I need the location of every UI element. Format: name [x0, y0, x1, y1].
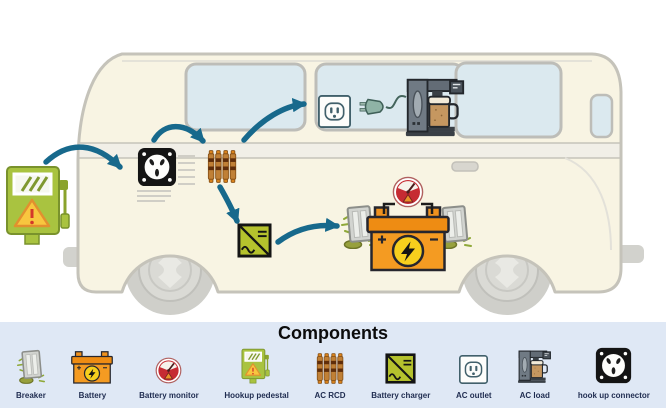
legend-item-hookup-pedestal: Hookup pedestal: [224, 347, 289, 400]
hookup-pedestal-icon: [241, 347, 272, 384]
legend-item-hookup-connector: hook up connector: [578, 347, 650, 400]
legend-item-ac-outlet: AC outlet: [456, 347, 492, 400]
legend-item-ac-load: AC load: [517, 347, 552, 400]
decorative-lines: [137, 155, 195, 202]
legend-item-ac-rcd: AC RCD: [314, 347, 346, 400]
breaker-icon: [17, 348, 45, 384]
hookup-pedestal-icon: [5, 165, 71, 246]
hookup-connector-icon: [595, 347, 632, 384]
legend-label: Hookup pedestal: [224, 391, 289, 400]
battery-monitor-icon: [392, 176, 424, 208]
side-stripe: [79, 143, 620, 158]
ac-load-icon: [517, 350, 552, 384]
monitor-wires: [382, 202, 434, 214]
power-cord: [385, 94, 407, 110]
components-legend: Components Breaker Battery Battery monit…: [0, 322, 666, 408]
flow-arrow-rcd-to-outlet: [241, 98, 307, 143]
flow-arrow-connector-to-rcd: [151, 124, 206, 144]
legend-label: AC load: [519, 391, 550, 400]
flow-arrow-charger-to-battery: [275, 217, 340, 245]
flow-arrow-pedestal-to-connector: [43, 144, 123, 170]
legend-item-battery: Battery: [71, 347, 113, 400]
legend-label: Breaker: [16, 391, 46, 400]
battery-icon: [71, 351, 113, 384]
legend-row: Breaker Battery Battery monitor Hookup p…: [0, 344, 666, 400]
ac-rcd-icon: [316, 353, 345, 384]
window-1: [184, 62, 307, 132]
battery-charger-icon: [385, 353, 416, 384]
window-3: [454, 61, 563, 139]
legend-item-breaker: Breaker: [16, 347, 46, 400]
legend-label: AC RCD: [314, 391, 346, 400]
legend-title: Components: [278, 323, 388, 343]
legend-label: Battery charger: [371, 391, 431, 400]
legend-item-battery-monitor: Battery monitor: [139, 347, 199, 400]
ac-outlet-icon: [318, 95, 351, 128]
plug-icon: [359, 94, 407, 115]
rear-quarter-window: [589, 93, 614, 139]
legend-label: AC outlet: [456, 391, 492, 400]
legend-item-battery-charger: Battery charger: [371, 347, 430, 400]
hookup-connector-icon: [137, 147, 177, 187]
flow-arrow-rcd-to-charger: [217, 184, 240, 224]
door-handle: [451, 161, 479, 172]
van-illustration: [5, 52, 644, 315]
battery-icon: [366, 206, 450, 272]
legend-label: Battery monitor: [139, 391, 199, 400]
rear-fender-seam: [564, 157, 612, 251]
battery-charger-icon: [237, 223, 272, 258]
ac-outlet-icon: [459, 355, 488, 384]
van-wiring-diagram: [5, 52, 644, 315]
battery-monitor-icon: [155, 357, 182, 384]
legend-label: Battery: [78, 391, 107, 400]
legend-label: hook up connector: [577, 391, 650, 400]
